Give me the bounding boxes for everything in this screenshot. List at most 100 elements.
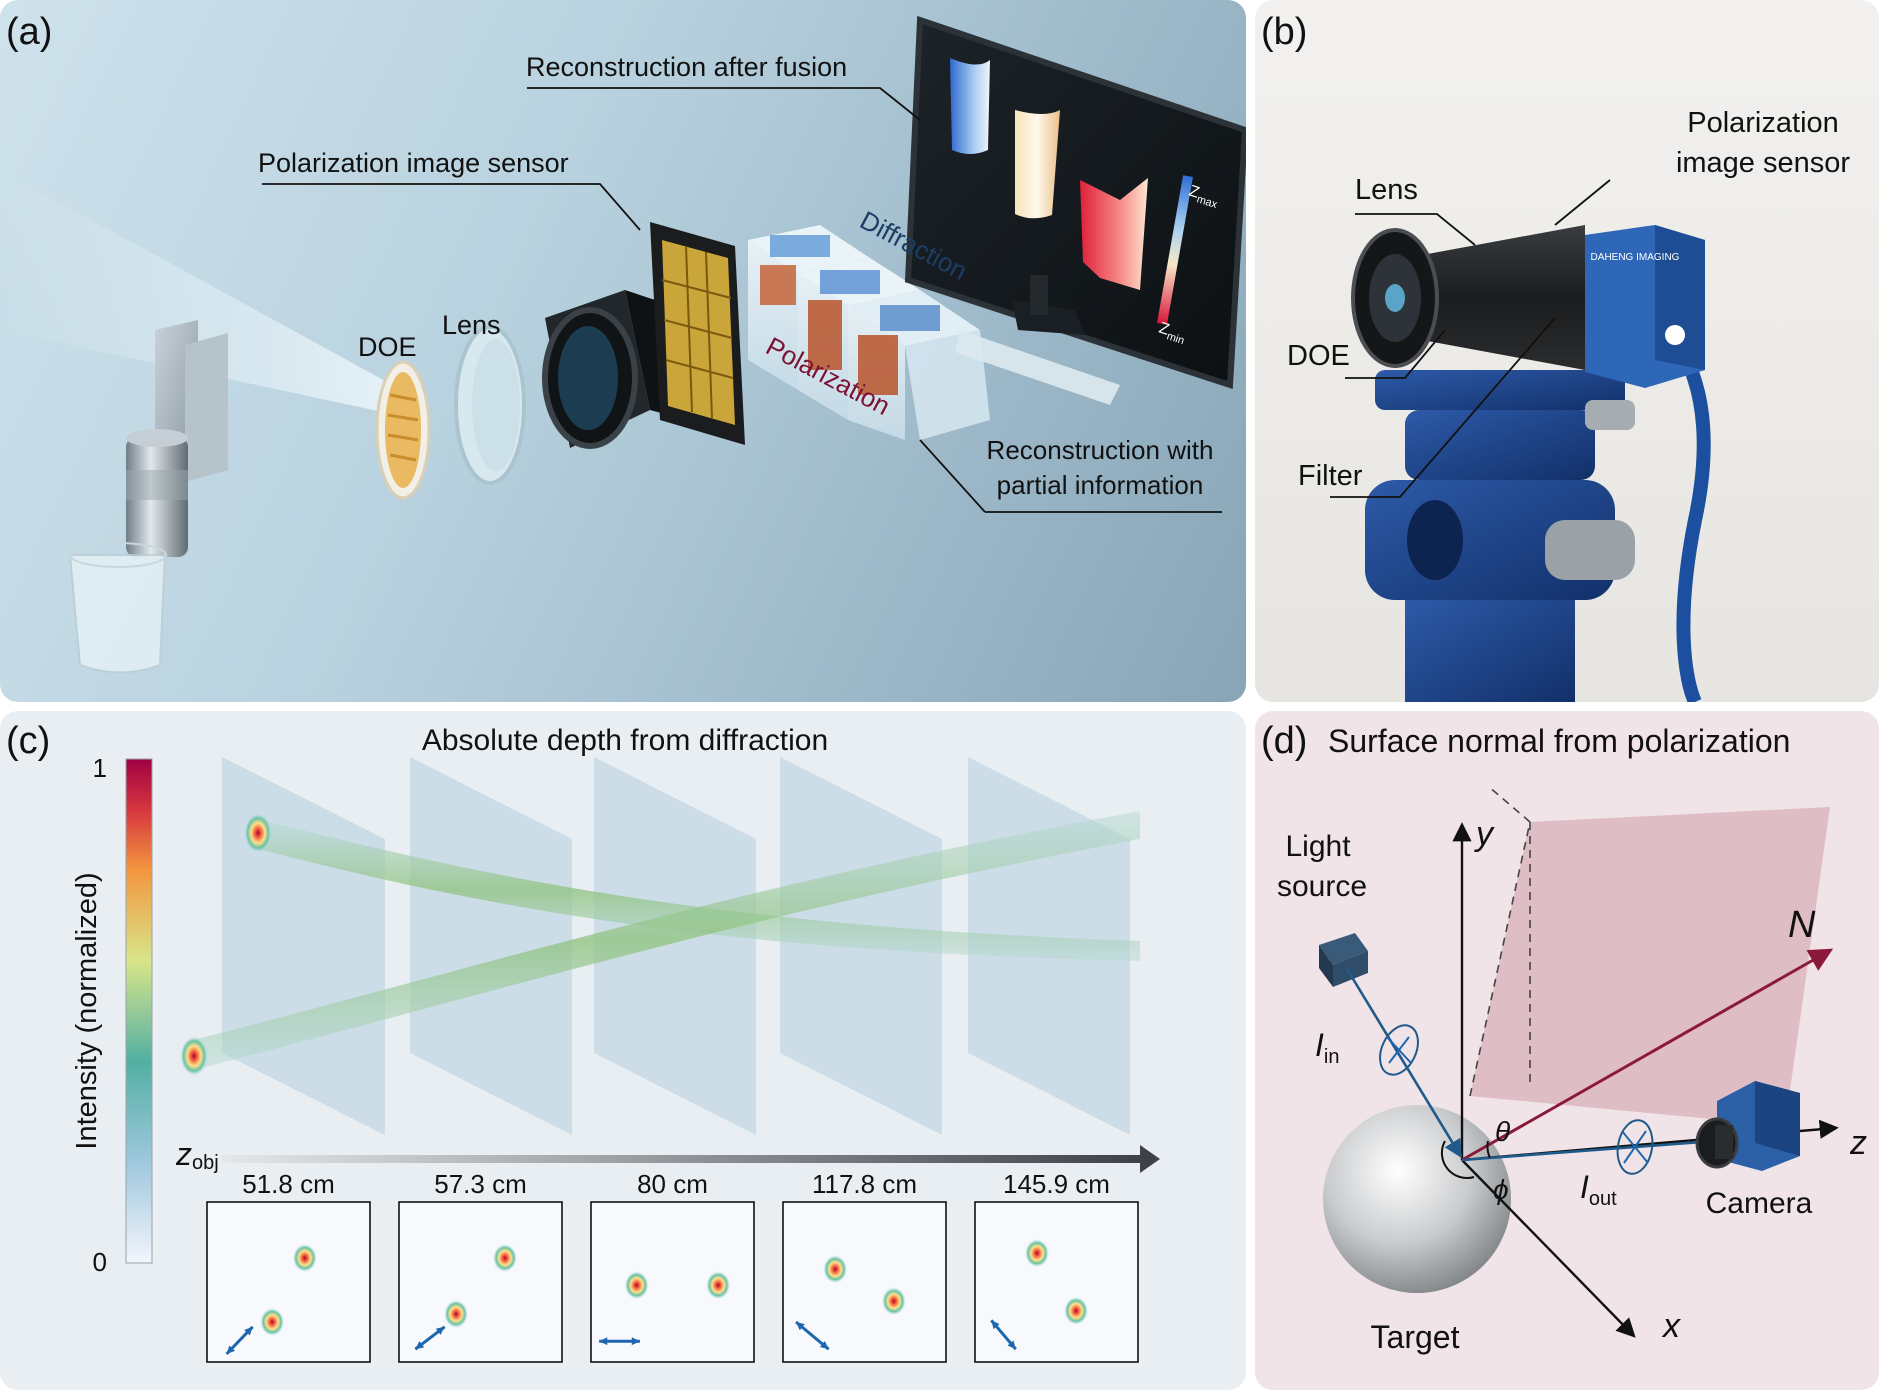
incident-beam [1345,968,1462,1159]
psf-spot [1064,1296,1089,1325]
reconstruction-object-3 [1080,178,1148,290]
z-obj-axis [222,1145,1160,1173]
x-axis [1461,1159,1636,1338]
theta-arc [1486,1140,1491,1159]
beam-lower [190,811,1140,1071]
psf-frame [398,1201,563,1363]
panel-c-label: (c) [6,720,50,762]
colorbar-max: 1 [93,753,107,783]
camera-lens [1351,225,1585,370]
polarization-arrowhead [1007,1340,1016,1350]
focal-spot-upper [244,813,272,853]
diffraction-beams [180,811,1140,1076]
partial-reconstruction-cubes [748,225,1120,440]
psf-frame [206,1201,371,1363]
glass-beaker [68,542,167,674]
psf-frame [974,1201,1139,1363]
normal-label: N [1788,904,1816,946]
polarization-arrowhead [631,1337,640,1346]
partial-label-line2: partial information [997,470,1204,500]
phi-label: ϕ [1493,1174,1509,1205]
panel-b-label: (b) [1261,11,1307,53]
depth-labels: 51.8 cm 57.3 cm 80 cm 117.8 cm 145.9 cm [242,1169,1110,1199]
polarization-arrowhead [244,1326,253,1336]
doe-label-b: DOE [1287,340,1350,372]
axis-z-label: z [1849,1124,1867,1162]
psf-frames [206,1201,1139,1363]
lens-element [454,325,526,485]
axis-x-label: x [1661,1307,1681,1345]
depth-label: 51.8 cm [242,1169,335,1199]
light-source-device [1319,933,1368,987]
reflected-beam [1461,1139,1716,1162]
psf-spot [444,1300,469,1328]
zmin-label: Zmin [1156,320,1188,348]
depth-label: 80 cm [637,1169,708,1199]
camera-mount [542,290,680,449]
panel-d-title: Surface normal from polarization [1328,723,1790,759]
panel-d-label: (d) [1261,720,1307,762]
monitor: Zmax Zmin [904,15,1246,390]
colorbar-label: Intensity (normalized) [71,872,103,1149]
focal-spot-lower [180,1036,208,1076]
projection-dashes [1469,785,1531,1097]
aluminum-can [126,429,188,557]
psf-spot [881,1287,906,1316]
psf-spot [492,1244,517,1272]
camera-brand: DAHENG IMAGING [1591,252,1680,263]
light-beam [0,170,420,420]
reconstruction-object-2 [1015,110,1060,219]
depth-slice [222,757,385,1135]
callout-lines-a [262,87,1222,513]
polarization-arrowhead [796,1322,805,1331]
camera-device [1695,1081,1800,1171]
sensor-label: Polarization image sensor [258,148,569,178]
intensity-colorbar [125,758,153,1264]
polarization-sensor-chip [650,222,745,445]
psf-frame [782,1201,947,1363]
target-label: Target [1371,1319,1460,1355]
doe-element [375,360,431,500]
polarization-arrowhead [415,1341,425,1350]
i-in-label: Iin [1315,1027,1339,1068]
depth-slice [594,757,756,1135]
psf-spot [624,1271,649,1300]
i-out-label: Iout [1580,1169,1617,1210]
panel-b-camera-photo: DAHENG IMAGING (b) Polarization image se… [1255,0,1879,702]
monitor-colorbar [1157,175,1193,325]
z-obj-label: zobj [175,1136,219,1174]
reconstruction-object-1 [950,58,990,154]
psf-spot [292,1244,317,1272]
light-source-line1: Light [1285,830,1351,863]
tripod-head [1365,370,1635,702]
psf-spot [706,1271,731,1300]
depth-slice [410,757,572,1135]
lens-label: Lens [442,310,501,340]
lens-label-b: Lens [1355,174,1418,206]
depth-label: 145.9 cm [1003,1169,1110,1199]
filter-label: Filter [1298,460,1363,492]
plane-of-incidence [1470,807,1830,1126]
light-source-line2: source [1277,870,1367,903]
sensor-label-line2: image sensor [1676,147,1850,179]
polarization-arrowhead [991,1320,1000,1330]
psf-spot [260,1308,285,1336]
psf-spot [1024,1239,1049,1268]
partial-label-line1: Reconstruction with [987,435,1214,465]
panel-c-depth-from-diffraction: 1 0 Intensity (normalized) zobj 51.8 cm [0,711,1246,1390]
depth-label: 57.3 cm [434,1169,527,1199]
polarization-camera-body: DAHENG IMAGING [1585,225,1705,388]
camera-label: Camera [1706,1187,1813,1220]
polarization-arrowhead [599,1337,608,1346]
polarization-arrowhead [819,1341,829,1350]
panel-a-label: (a) [6,11,52,53]
depth-label: 117.8 cm [812,1169,917,1199]
outgoing-polarization-ellipse [1616,1119,1654,1175]
fusion-label: Reconstruction after fusion [526,52,847,82]
target-sphere [1323,1105,1511,1293]
colorbar-min: 0 [93,1247,107,1277]
psf-spot [823,1255,848,1284]
panel-a-system-overview: Zmax Zmin (a) DOE Lens Polarization imag… [0,0,1246,702]
phi-arc [1440,1140,1475,1180]
axis-y-label: y [1474,815,1495,853]
